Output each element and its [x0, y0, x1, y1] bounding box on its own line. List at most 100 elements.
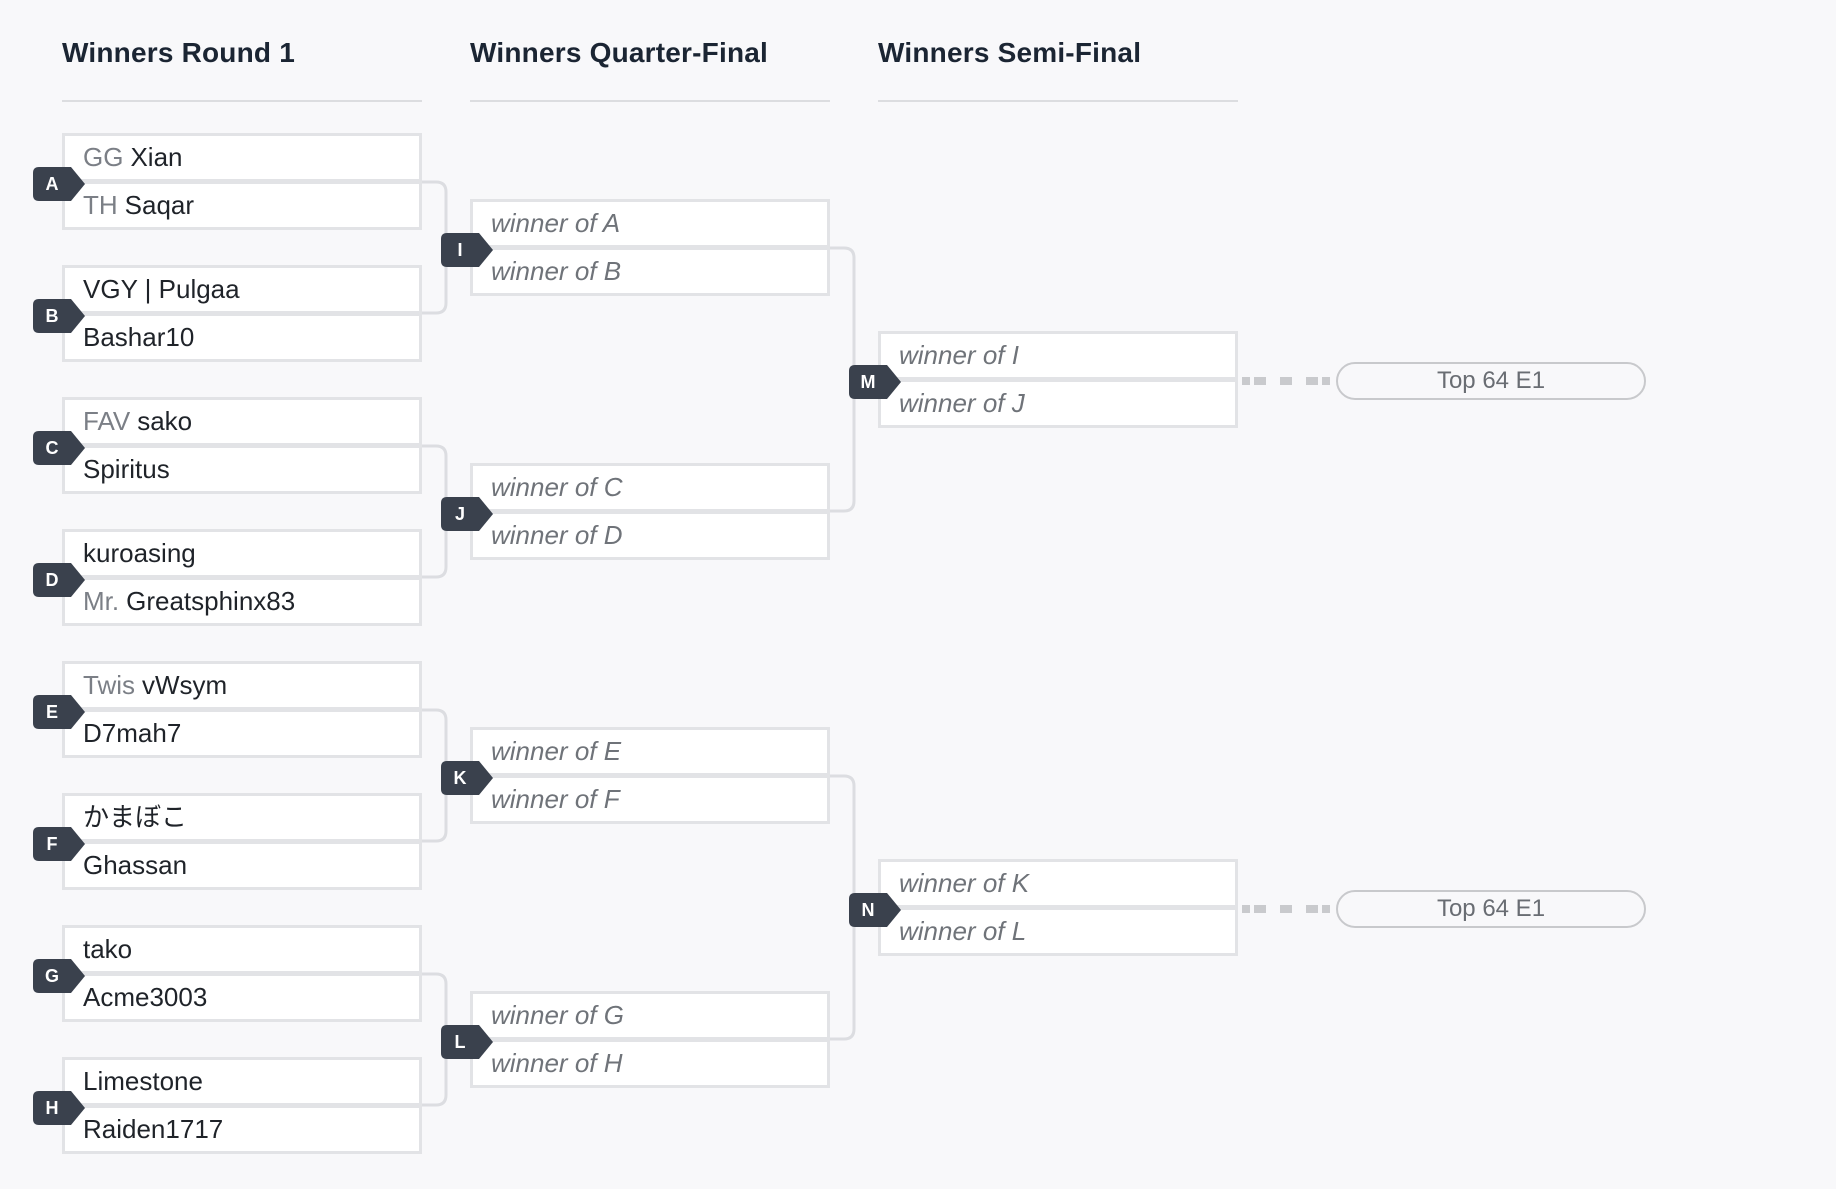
round-title: Winners Quarter-Final: [470, 37, 768, 68]
player-name: D7mah7: [83, 718, 182, 748]
round-header-3: Winners Semi-Final: [878, 36, 1238, 102]
match-l[interactable]: winner of G winner of H L: [441, 991, 830, 1089]
player-name: Limestone: [83, 1066, 203, 1096]
player-name: kuroasing: [83, 538, 196, 568]
match-j[interactable]: winner of C winner of D J: [441, 463, 830, 561]
match-i[interactable]: winner of A winner of B I: [441, 199, 830, 297]
match-badge[interactable]: D: [33, 563, 85, 597]
match-badge[interactable]: M: [849, 365, 901, 399]
player-slot[interactable]: Acme3003: [62, 973, 422, 1022]
match-id: K: [453, 768, 467, 788]
badge-tag-icon: [441, 233, 493, 267]
match-badge[interactable]: A: [33, 167, 85, 201]
player-slot[interactable]: VGY | Pulgaa: [62, 265, 422, 314]
match-id: A: [45, 174, 59, 194]
badge-tag-icon: [33, 563, 85, 597]
match-k[interactable]: winner of E winner of F K: [441, 727, 830, 825]
match-d[interactable]: kuroasing Mr.Greatsphinx83 D: [33, 529, 422, 627]
match-badge[interactable]: J: [441, 497, 493, 531]
match-g[interactable]: tako Acme3003 G: [33, 925, 422, 1023]
match-id: G: [44, 966, 59, 986]
player-slot[interactable]: winner of H: [470, 1039, 830, 1088]
player-slot[interactable]: Raiden1717: [62, 1105, 422, 1154]
player-slot[interactable]: D7mah7: [62, 709, 422, 758]
badge-tag-icon: [441, 1025, 493, 1059]
player-slot[interactable]: winner of I: [878, 331, 1238, 380]
match-badge[interactable]: B: [33, 299, 85, 333]
progression-pill-top-64[interactable]: Top 64 E1: [1336, 362, 1646, 400]
round-header-1: Winners Round 1: [62, 36, 422, 102]
player-name: Bashar10: [83, 322, 195, 352]
sponsor-prefix: GG: [83, 142, 124, 172]
match-f[interactable]: かまぼこ Ghassan F: [33, 793, 422, 891]
match-h[interactable]: Limestone Raiden1717 H: [33, 1057, 422, 1155]
match-id: H: [45, 1098, 59, 1118]
player-name: Ghassan: [83, 850, 188, 880]
player-slot[interactable]: winner of F: [470, 775, 830, 824]
match-n[interactable]: winner of K winner of L N: [849, 859, 1238, 957]
player-slot[interactable]: Spiritus: [62, 445, 422, 494]
player-slot[interactable]: winner of C: [470, 463, 830, 512]
match-badge[interactable]: G: [33, 959, 85, 993]
match-badge[interactable]: K: [441, 761, 493, 795]
badge-tag-icon: [441, 497, 493, 531]
player-slot[interactable]: winner of G: [470, 991, 830, 1040]
match-m[interactable]: winner of I winner of J M: [849, 331, 1238, 429]
player-name: sako: [137, 406, 193, 436]
match-id: B: [45, 306, 59, 326]
player-slot[interactable]: winner of J: [878, 379, 1238, 428]
player-slot[interactable]: winner of K: [878, 859, 1238, 908]
player-slot[interactable]: winner of E: [470, 727, 830, 776]
player-slot[interactable]: kuroasing: [62, 529, 422, 578]
player-name: tako: [83, 934, 133, 964]
player-slot[interactable]: Mr.Greatsphinx83: [62, 577, 422, 626]
player-slot[interactable]: winner of D: [470, 511, 830, 560]
match-badge[interactable]: F: [33, 827, 85, 861]
player-slot[interactable]: Limestone: [62, 1057, 422, 1106]
player-name: Raiden1717: [83, 1114, 224, 1144]
match-id: L: [454, 1032, 466, 1052]
match-id: I: [457, 240, 463, 260]
player-name: Spiritus: [83, 454, 170, 484]
round-title: Winners Semi-Final: [878, 37, 1142, 68]
match-badge[interactable]: C: [33, 431, 85, 465]
player-slot[interactable]: かまぼこ: [62, 793, 422, 842]
match-badge[interactable]: E: [33, 695, 85, 729]
badge-tag-icon: [441, 761, 493, 795]
progression-pill-top-64[interactable]: Top 64 E1: [1336, 890, 1646, 928]
player-slot[interactable]: Ghassan: [62, 841, 422, 890]
badge-tag-icon: [33, 827, 85, 861]
player-name: vWsym: [142, 670, 228, 700]
player-slot[interactable]: tako: [62, 925, 422, 974]
badge-tag-icon: [33, 431, 85, 465]
match-id: J: [454, 504, 465, 524]
match-b[interactable]: VGY | Pulgaa Bashar10 B: [33, 265, 422, 363]
match-id: C: [45, 438, 59, 458]
sponsor-prefix: Twis: [83, 670, 135, 700]
match-id: N: [861, 900, 875, 920]
match-badge[interactable]: L: [441, 1025, 493, 1059]
sponsor-prefix: TH: [83, 190, 118, 220]
player-slot[interactable]: winner of B: [470, 247, 830, 296]
badge-tag-icon: [33, 299, 85, 333]
match-badge[interactable]: H: [33, 1091, 85, 1125]
match-badge[interactable]: I: [441, 233, 493, 267]
player-name: Saqar: [124, 190, 195, 220]
player-slot[interactable]: winner of L: [878, 907, 1238, 956]
match-id: E: [45, 702, 58, 722]
badge-tag-icon: [849, 365, 901, 399]
player-name: Xian: [130, 142, 183, 172]
match-id: F: [46, 834, 58, 854]
player-name: VGY | Pulgaa: [83, 274, 240, 304]
player-slot[interactable]: winner of A: [470, 199, 830, 248]
player-slot[interactable]: Bashar10: [62, 313, 422, 362]
match-badge[interactable]: N: [849, 893, 901, 927]
match-id: D: [45, 570, 59, 590]
